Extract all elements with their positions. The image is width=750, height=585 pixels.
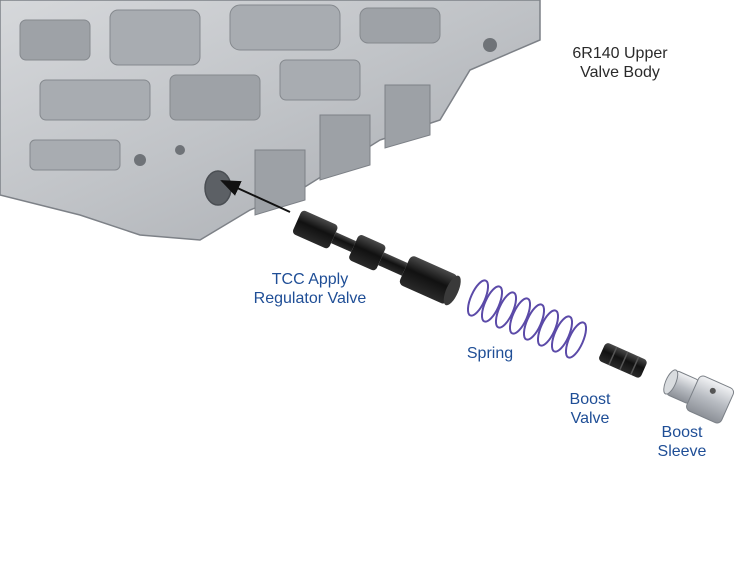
tcc-valve-label-line-1: TCC Apply xyxy=(271,271,349,288)
boost-sleeve-label-line-2: Sleeve xyxy=(657,443,707,460)
spring-part xyxy=(466,279,588,359)
boost-valve-label-line-2: Valve xyxy=(570,410,610,427)
boost-sleeve-label: Boost Sleeve xyxy=(642,423,722,461)
tcc-valve-label-line-2: Regulator Valve xyxy=(253,290,367,307)
boost-valve-label: Boost Valve xyxy=(550,390,630,428)
boost-sleeve-part xyxy=(663,369,735,424)
tcc-apply-regulator-valve-part xyxy=(292,210,461,306)
tcc-valve-label: TCC Apply Regulator Valve xyxy=(240,270,380,308)
boost-valve-label-line-1: Boost xyxy=(569,391,611,408)
insertion-arrow xyxy=(220,180,291,213)
title-line-1: 6R140 Upper xyxy=(572,45,668,62)
diagram-title: 6R140 Upper Valve Body xyxy=(560,44,680,82)
title-line-2: Valve Body xyxy=(580,64,660,81)
spring-label: Spring xyxy=(450,344,530,363)
boost-valve-part xyxy=(599,343,647,378)
upper-valve-body xyxy=(0,0,541,241)
boost-sleeve-label-line-1: Boost xyxy=(661,424,703,441)
spring-label-text: Spring xyxy=(466,345,514,362)
